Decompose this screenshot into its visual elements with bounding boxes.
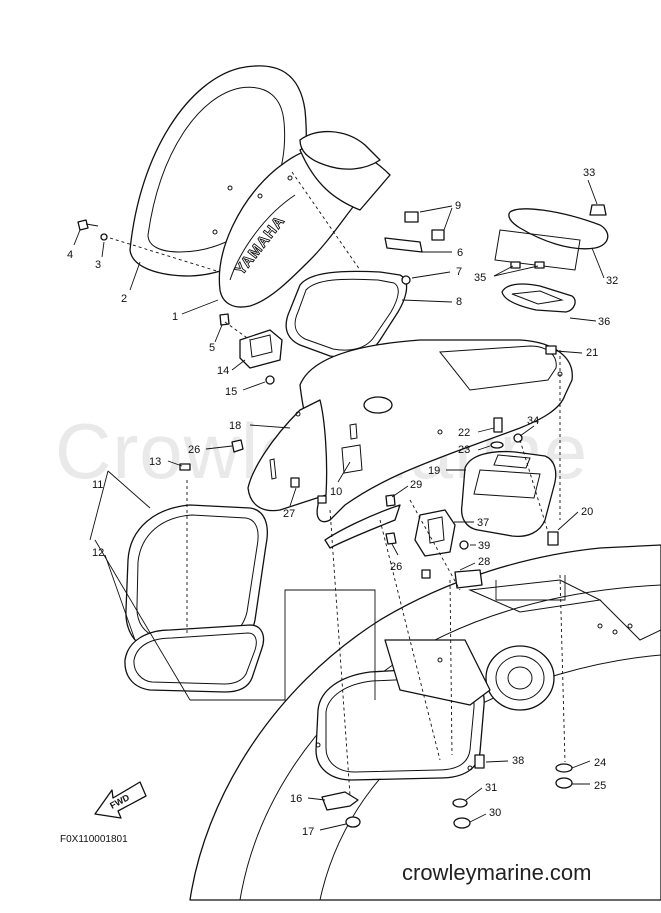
callout-32: 32	[591, 247, 618, 287]
callout-23: 23	[458, 444, 491, 456]
callout-31: 31	[465, 782, 497, 801]
fasteners	[77, 204, 607, 829]
callout-15: 15	[225, 381, 266, 398]
callout-12: 12	[92, 547, 104, 559]
svg-text:31: 31	[485, 782, 497, 794]
svg-text:26: 26	[188, 444, 200, 456]
svg-text:26: 26	[390, 561, 402, 573]
callout-11: 11	[92, 479, 103, 491]
site-name: crowleymarine.com	[402, 860, 592, 885]
lid-32	[494, 208, 609, 313]
callout-26a: 26	[188, 444, 233, 456]
svg-text:3: 3	[95, 259, 101, 271]
svg-text:7: 7	[456, 266, 462, 278]
svg-text:15: 15	[225, 386, 237, 398]
svg-text:39: 39	[478, 540, 490, 552]
svg-text:25: 25	[594, 780, 606, 792]
callout-4: 4	[67, 229, 81, 261]
svg-text:17: 17	[302, 826, 314, 838]
callout-14: 14	[217, 359, 246, 377]
svg-text:13: 13	[149, 456, 161, 468]
svg-text:11: 11	[92, 479, 103, 491]
callout-16: 16	[290, 793, 326, 805]
svg-text:27: 27	[283, 508, 295, 520]
svg-text:32: 32	[606, 275, 618, 287]
gasket-8	[285, 270, 408, 359]
leader-lines	[89, 171, 566, 796]
svg-text:38: 38	[512, 755, 524, 767]
svg-text:5: 5	[209, 342, 215, 354]
callout-24: 24	[571, 757, 606, 769]
callout-35: 35	[474, 265, 539, 284]
callout-27: 27	[283, 487, 297, 520]
callout-8: 8	[401, 296, 462, 308]
callout-10: 10	[330, 461, 351, 498]
glove-box-19	[460, 450, 559, 546]
svg-text:6: 6	[457, 247, 463, 259]
svg-text:35: 35	[474, 272, 486, 284]
callout-6: 6	[420, 247, 463, 259]
callout-19: 19	[428, 465, 466, 477]
svg-text:34: 34	[527, 415, 539, 427]
callout-33: 33	[583, 167, 598, 205]
svg-text:21: 21	[586, 347, 598, 359]
storage-box	[124, 480, 268, 693]
callout-18: 18	[229, 420, 291, 432]
svg-text:20: 20	[581, 506, 593, 518]
callout-30: 30	[469, 807, 501, 823]
callouts: 1 2 3 4 5 6 7 8 9 10 11 12 13 14 15 16 1…	[67, 167, 618, 838]
callout-21: 21	[555, 347, 598, 359]
callout-39: 39	[470, 540, 490, 552]
svg-text:2: 2	[121, 293, 127, 305]
svg-text:29: 29	[410, 479, 422, 491]
callout-5: 5	[209, 324, 223, 354]
callout-28: 28	[459, 556, 490, 571]
svg-text:18: 18	[229, 420, 241, 432]
svg-text:10: 10	[330, 486, 342, 498]
svg-text:12: 12	[92, 547, 104, 559]
callout-36: 36	[569, 316, 610, 328]
svg-text:14: 14	[217, 365, 229, 377]
svg-text:30: 30	[489, 807, 501, 819]
callout-9: 9	[419, 200, 461, 231]
svg-text:16: 16	[290, 793, 302, 805]
callout-2: 2	[121, 261, 141, 305]
callout-26b: 26	[390, 543, 402, 573]
svg-text:24: 24	[594, 757, 606, 769]
callout-3: 3	[95, 241, 105, 271]
svg-text:4: 4	[67, 249, 73, 261]
svg-text:1: 1	[172, 311, 178, 323]
svg-text:19: 19	[428, 465, 440, 477]
svg-text:33: 33	[583, 167, 595, 179]
callout-13: 13	[149, 456, 183, 468]
callout-22: 22	[458, 427, 495, 439]
svg-text:8: 8	[456, 296, 462, 308]
callout-1: 1	[172, 299, 219, 323]
callout-38: 38	[485, 755, 524, 767]
fwd-arrow-icon: FWD	[94, 781, 147, 819]
callout-17: 17	[302, 823, 347, 838]
callout-37: 37	[454, 517, 489, 529]
svg-text:36: 36	[598, 316, 610, 328]
svg-text:37: 37	[477, 517, 489, 529]
callout-7: 7	[411, 266, 462, 279]
figure-code: F0X110001801	[60, 834, 128, 845]
hull-deck	[189, 544, 661, 901]
front-cover: YAMAHA	[129, 65, 391, 308]
svg-text:22: 22	[458, 427, 470, 439]
svg-text:23: 23	[458, 444, 470, 456]
callout-34: 34	[519, 415, 539, 437]
callout-29: 29	[391, 479, 422, 498]
svg-text:9: 9	[455, 200, 461, 212]
svg-text:28: 28	[478, 556, 490, 568]
callout-25: 25	[572, 780, 606, 792]
callout-20: 20	[557, 506, 593, 531]
storage-cover-18	[247, 339, 573, 549]
